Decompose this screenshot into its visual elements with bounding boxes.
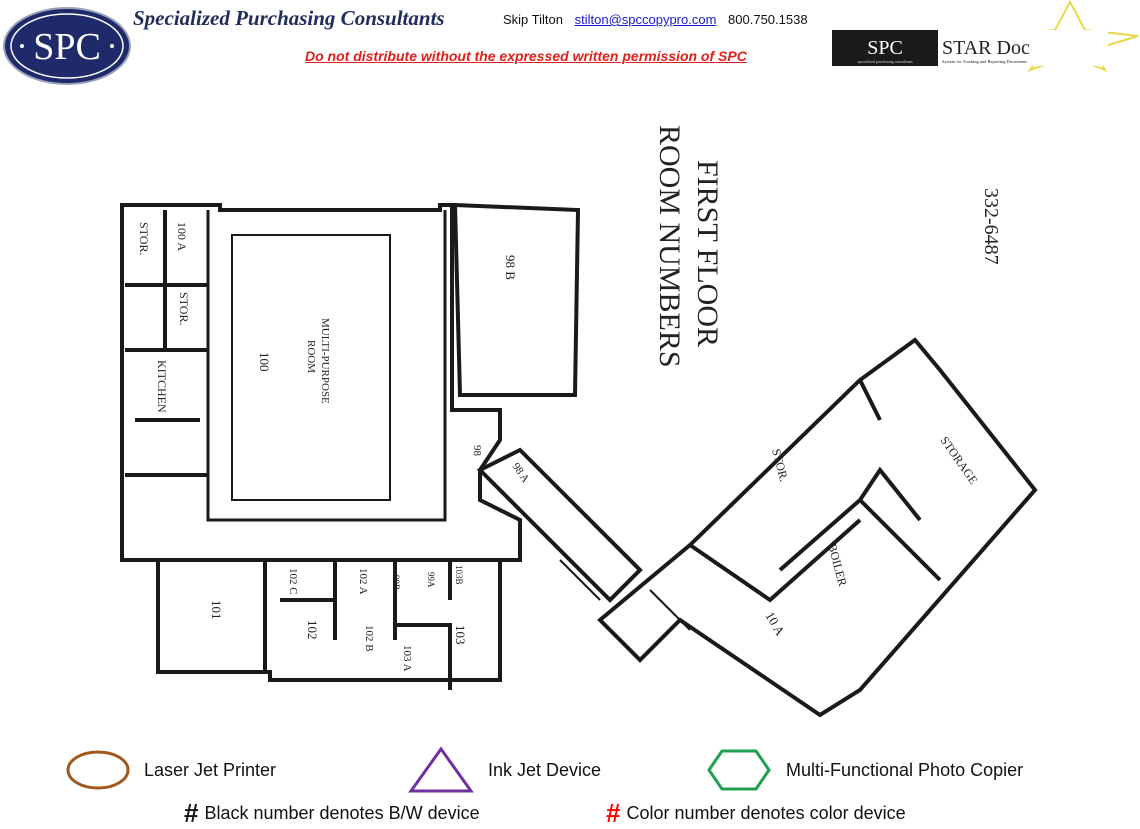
bw-note: #Black number denotes B/W device <box>184 798 480 829</box>
contact-name: Skip Tilton <box>503 12 563 27</box>
circle-icon <box>66 750 130 790</box>
room-label: 102 <box>305 620 320 640</box>
svg-text:System for Tracking and Report: System for Tracking and Reporting Docume… <box>942 59 1027 64</box>
company-name: Specialized Purchasing Consultants <box>133 6 445 30</box>
room-label: 103 A <box>401 645 413 672</box>
black-hash-icon: # <box>184 798 199 828</box>
svg-text:SPC: SPC <box>33 26 101 68</box>
color-note: #Color number denotes color device <box>606 798 906 829</box>
room-label: 101 <box>209 600 224 620</box>
legend-inkjet: Ink Jet Device <box>408 746 601 794</box>
room-label: MULTI-PURPOSE <box>319 318 331 404</box>
contact-info: Skip Tilton stilton@spccopypro.com 800.7… <box>503 12 808 27</box>
red-hash-icon: # <box>606 798 621 828</box>
room-label: 102 A <box>357 568 369 595</box>
contact-email-link[interactable]: stilton@spccopypro.com <box>574 12 717 27</box>
room-label: 98 B <box>503 255 518 280</box>
legend-mfp: Multi-Functional Photo Copier <box>706 748 1023 792</box>
hexagon-icon <box>707 749 771 791</box>
room-label: 100 <box>257 352 272 372</box>
room-label: 103 <box>453 625 468 645</box>
floor-plan: STOR. 100 A STOR. KITCHEN MULTI-PURPOSE … <box>120 125 1038 718</box>
room-label: 103B <box>454 565 464 585</box>
floor-plan-walls <box>120 202 1038 718</box>
plan-title-line2: ROOM NUMBERS <box>653 125 686 368</box>
room-label: 99A <box>426 572 436 588</box>
contact-phone: 800.750.1538 <box>728 12 808 27</box>
room-label: 99B <box>391 575 401 590</box>
color-note-text: Color number denotes color device <box>626 803 906 823</box>
room-label: 98 <box>471 445 483 457</box>
room-label: ROOM <box>305 340 317 373</box>
svg-text:specialized purchasing consult: specialized purchasing consultants <box>857 59 913 64</box>
room-label: 100 A <box>175 222 189 251</box>
svg-text:STAR Doc: STAR Doc <box>942 37 1030 59</box>
legend-inkjet-label: Ink Jet Device <box>488 759 602 780</box>
plan-phone: 332-6487 <box>980 188 1002 265</box>
legend-laser-label: Laser Jet Printer <box>144 759 277 780</box>
svg-text:SPC: SPC <box>867 37 903 59</box>
legend-mfp-label: Multi-Functional Photo Copier <box>786 759 1024 780</box>
spc-logo: SPC <box>3 7 131 85</box>
room-label: 102 B <box>363 625 375 652</box>
plan-title-line1: FIRST FLOOR <box>691 160 724 347</box>
room-label: STORAGE <box>938 434 981 487</box>
room-label: 102 C <box>287 568 299 595</box>
room-label: 10 A <box>762 609 788 639</box>
room-label: KITCHEN <box>155 360 169 413</box>
star-doc-logo: SPC specialized purchasing consultants S… <box>832 0 1139 72</box>
distribution-warning: Do not distribute without the expressed … <box>305 48 747 64</box>
room-label: STOR. <box>137 222 151 255</box>
room-label: STOR. <box>177 292 191 325</box>
triangle-icon <box>408 746 474 793</box>
room-label: 98 A <box>510 461 532 485</box>
bw-note-text: Black number denotes B/W device <box>204 803 480 823</box>
room-label: BOILER <box>825 542 850 587</box>
legend-laser: Laser Jet Printer <box>66 750 276 790</box>
